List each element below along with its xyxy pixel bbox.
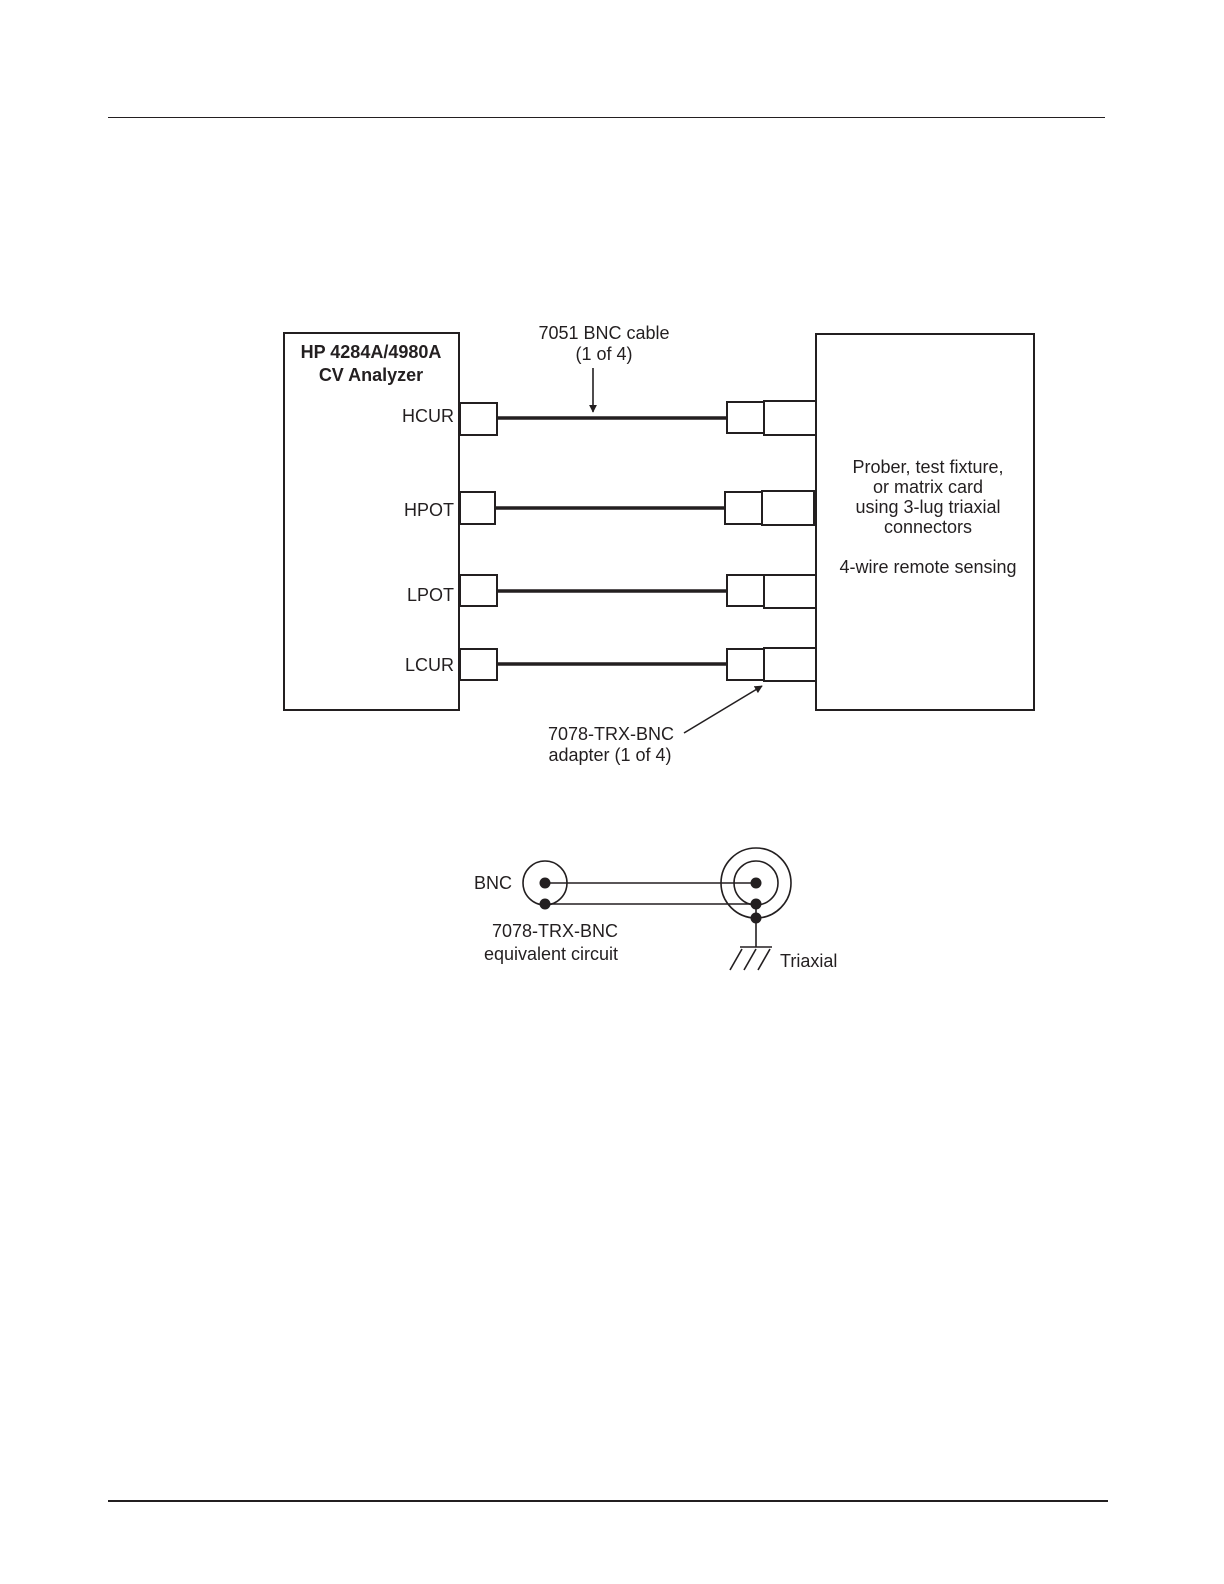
adapter-callout-arrow [684, 686, 762, 733]
connector-analyzer-hpot [460, 492, 495, 524]
adapter-label-line2: adapter (1 of 4) [548, 745, 671, 765]
triax-center-pin-dot [751, 878, 762, 889]
adapter-bnc-hpot [725, 492, 762, 524]
device-sensing-label: 4-wire remote sensing [839, 557, 1016, 577]
analyzer-title-line2: CV Analyzer [319, 365, 423, 385]
adapter-triax-hcur [764, 401, 816, 435]
circuit-caption-line2: equivalent circuit [484, 944, 618, 964]
adapter-triax-lcur [764, 648, 816, 681]
triaxial-label: Triaxial [780, 951, 837, 971]
triax-outer-shield-dot [751, 913, 762, 924]
terminal-label-lpot: LPOT [407, 585, 454, 605]
cable-label-line1: 7051 BNC cable [538, 323, 669, 343]
terminal-label-hpot: HPOT [404, 500, 454, 520]
adapter-bnc-lpot [727, 575, 764, 606]
device-desc-line4: connectors [884, 517, 972, 537]
bnc-center-pin-dot [540, 878, 551, 889]
adapter-bnc-lcur [727, 649, 764, 680]
terminal-label-lcur: LCUR [405, 655, 454, 675]
adapter-triax-lpot [764, 575, 816, 608]
bnc-label: BNC [474, 873, 512, 893]
circuit-caption-line1: 7078-TRX-BNC [492, 921, 618, 941]
device-desc-line2: or matrix card [873, 477, 983, 497]
footer-rule [108, 1500, 1108, 1502]
terminal-label-hcur: HCUR [402, 406, 454, 426]
bnc-shield-dot [540, 899, 551, 910]
connector-analyzer-lcur [460, 649, 497, 680]
device-desc-line1: Prober, test fixture, [852, 457, 1003, 477]
device-desc-line3: using 3-lug triaxial [855, 497, 1000, 517]
adapter-triax-hpot [762, 491, 814, 525]
adapter-label-line1: 7078-TRX-BNC [548, 724, 674, 744]
analyzer-title-line1: HP 4284A/4980A [301, 342, 442, 362]
triax-inner-shield-dot [751, 899, 762, 910]
cv-analyzer-box [284, 333, 459, 710]
ground-icon [730, 949, 770, 970]
cable-label-line2: (1 of 4) [575, 344, 632, 364]
adapter-bnc-hcur [727, 402, 764, 433]
connector-analyzer-lpot [460, 575, 497, 606]
connector-analyzer-hcur [460, 403, 497, 435]
